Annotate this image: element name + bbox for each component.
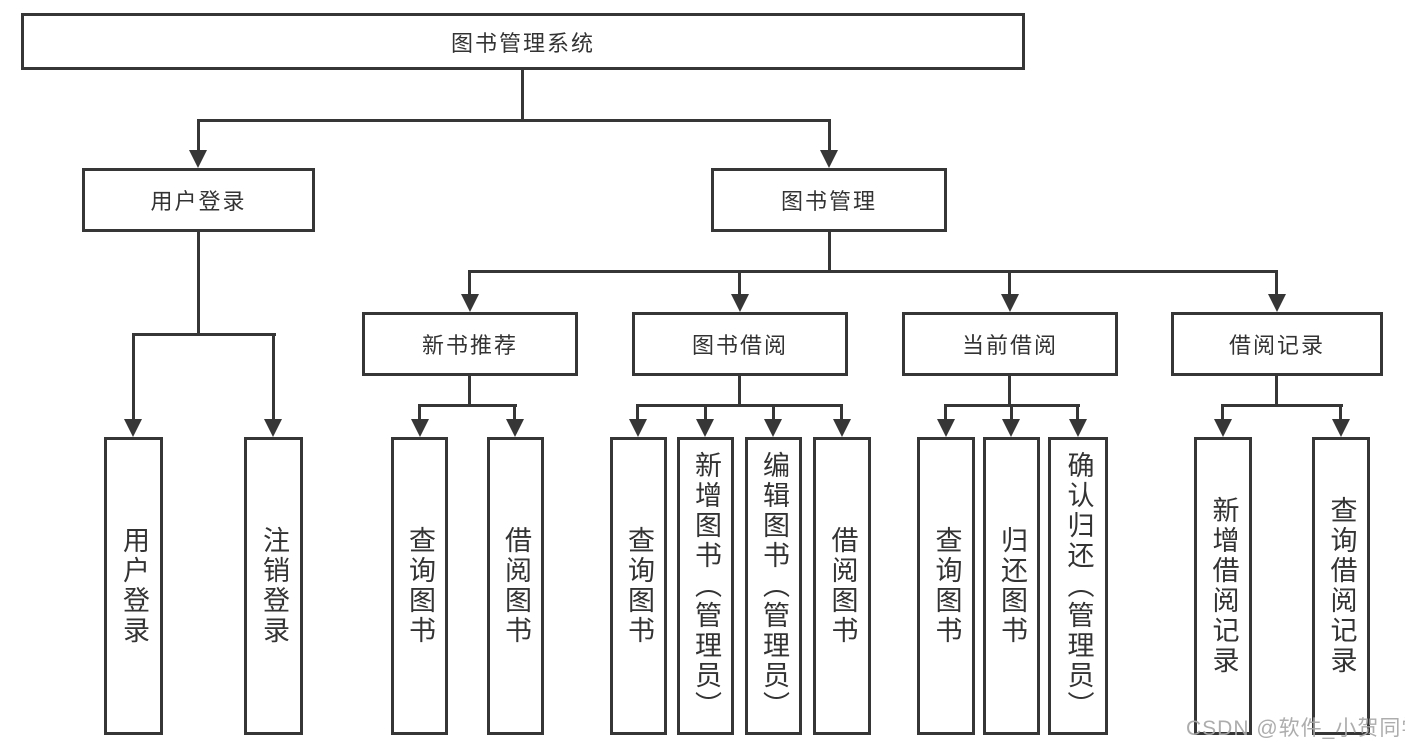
node-leaf-br-add-record-label: 新增借阅记录 (1208, 496, 1239, 676)
connector-new-book-rec-bus (418, 404, 517, 407)
node-user-login: 用户登录 (82, 168, 315, 232)
connector-borrow-records-stem (1275, 376, 1278, 407)
arrowhead-br-add (1214, 419, 1232, 437)
node-book-mgmt-label: 图书管理 (780, 189, 877, 214)
node-leaf-br-add-record: 新增借阅记录 (1194, 437, 1252, 735)
arrowhead-new-book-rec (461, 294, 479, 312)
node-leaf-cb-query-books-label: 查询图书 (931, 526, 962, 646)
node-current-borrow-label: 当前借阅 (961, 333, 1058, 358)
node-leaf-cb-return-books-label: 归还图书 (997, 526, 1027, 646)
csdn-watermark: CSDN @软件_小贺同学 (1186, 717, 1405, 740)
arrowhead-br-query (1332, 419, 1350, 437)
arrowhead-book-mgmt (820, 150, 838, 168)
node-leaf-bb-edit-books: 编辑图书（管理员） (745, 437, 802, 735)
node-leaf-br-query-record-label: 查询借阅记录 (1326, 496, 1357, 676)
node-leaf-cb-confirm-return-label: 确认归还（管理员） (1063, 451, 1094, 721)
connector-drop-new-book-rec (468, 270, 471, 296)
arrowhead-cb-confirm (1069, 419, 1087, 437)
connector-book-mgmt-bus (468, 270, 1278, 273)
connector-user-login-bus (132, 333, 276, 336)
arrowhead-cb-return (1002, 419, 1020, 437)
arrowhead-nbr-borrow (506, 419, 524, 437)
connector-book-borrow-bus (636, 404, 843, 407)
node-leaf-bb-borrow-books: 借阅图书 (813, 437, 871, 735)
connector-drop-cb-return (1010, 404, 1013, 421)
node-leaf-bb-query-books: 查询图书 (610, 437, 667, 735)
node-leaf-cb-return-books: 归还图书 (983, 437, 1040, 735)
node-new-book-rec-label: 新书推荐 (421, 333, 518, 358)
connector-drop-user-login (197, 119, 200, 152)
node-book-mgmt: 图书管理 (711, 168, 947, 232)
arrowhead-current-borrow (1001, 294, 1019, 312)
connector-drop-bb-borrow (840, 404, 843, 421)
connector-book-borrow-stem (738, 376, 741, 407)
arrowhead-book-borrow (731, 294, 749, 312)
arrowhead-bb-borrow (833, 419, 851, 437)
connector-user-login-stem (197, 232, 200, 336)
node-leaf-user-logout-label: 注销登录 (259, 526, 289, 646)
arrowhead-leaf-user-login (124, 419, 142, 437)
node-leaf-user-login: 用户登录 (104, 437, 163, 735)
connector-drop-borrow-records (1275, 270, 1278, 296)
connector-drop-br-query (1339, 404, 1342, 421)
connector-drop-book-borrow (738, 270, 741, 296)
node-borrow-records-label: 借阅记录 (1228, 333, 1325, 358)
arrowhead-cb-query (937, 419, 955, 437)
node-leaf-bb-query-books-label: 查询图书 (624, 526, 654, 646)
node-leaf-bb-borrow-books-label: 借阅图书 (827, 526, 858, 646)
node-leaf-nbr-borrow-books-label: 借阅图书 (501, 526, 531, 646)
node-leaf-nbr-borrow-books: 借阅图书 (487, 437, 544, 735)
node-leaf-nbr-query-books: 查询图书 (391, 437, 448, 735)
node-root-label: 图书管理系统 (450, 30, 595, 56)
connector-drop-nbr-borrow (513, 404, 516, 421)
node-borrow-records: 借阅记录 (1171, 312, 1383, 376)
arrowhead-bb-edit (764, 419, 782, 437)
connector-drop-leaf-user-logout (272, 333, 275, 421)
node-leaf-user-login-label: 用户登录 (119, 526, 149, 646)
node-leaf-user-logout: 注销登录 (244, 437, 303, 735)
connector-drop-bb-query (636, 404, 639, 421)
connector-drop-current-borrow (1008, 270, 1011, 296)
arrowhead-leaf-user-logout (264, 419, 282, 437)
connector-drop-nbr-query (418, 404, 421, 421)
node-user-login-label: 用户登录 (150, 189, 247, 214)
node-leaf-cb-confirm-return: 确认归还（管理员） (1048, 437, 1108, 735)
connector-drop-cb-query (944, 404, 947, 421)
arrowhead-borrow-records (1268, 294, 1286, 312)
connector-root-bus (197, 119, 831, 122)
node-current-borrow: 当前借阅 (902, 312, 1118, 376)
node-book-borrow: 图书借阅 (632, 312, 848, 376)
arrowhead-nbr-query (411, 419, 429, 437)
connector-drop-bb-add (704, 404, 707, 421)
connector-root-stem (521, 70, 524, 122)
node-new-book-rec: 新书推荐 (362, 312, 578, 376)
connector-new-book-rec-stem (468, 376, 471, 407)
node-leaf-bb-add-books: 新增图书（管理员） (677, 437, 734, 735)
connector-drop-br-add (1221, 404, 1224, 421)
node-leaf-cb-query-books: 查询图书 (917, 437, 975, 735)
connector-current-borrow-stem (1008, 376, 1011, 407)
node-leaf-bb-add-books-label: 新增图书（管理员） (691, 451, 721, 721)
node-book-borrow-label: 图书借阅 (691, 333, 788, 358)
node-root: 图书管理系统 (21, 13, 1025, 70)
connector-book-mgmt-stem (828, 232, 831, 273)
arrowhead-user-login (189, 150, 207, 168)
connector-drop-leaf-user-login (132, 333, 135, 421)
connector-borrow-records-bus (1221, 404, 1343, 407)
arrowhead-bb-query (629, 419, 647, 437)
connector-drop-bb-edit (772, 404, 775, 421)
node-leaf-bb-edit-books-label: 编辑图书（管理员） (759, 451, 789, 721)
connector-drop-cb-confirm (1076, 404, 1079, 421)
node-leaf-br-query-record: 查询借阅记录 (1312, 437, 1370, 735)
node-leaf-nbr-query-books-label: 查询图书 (405, 526, 435, 646)
arrowhead-bb-add (696, 419, 714, 437)
connector-drop-book-mgmt (828, 119, 831, 152)
